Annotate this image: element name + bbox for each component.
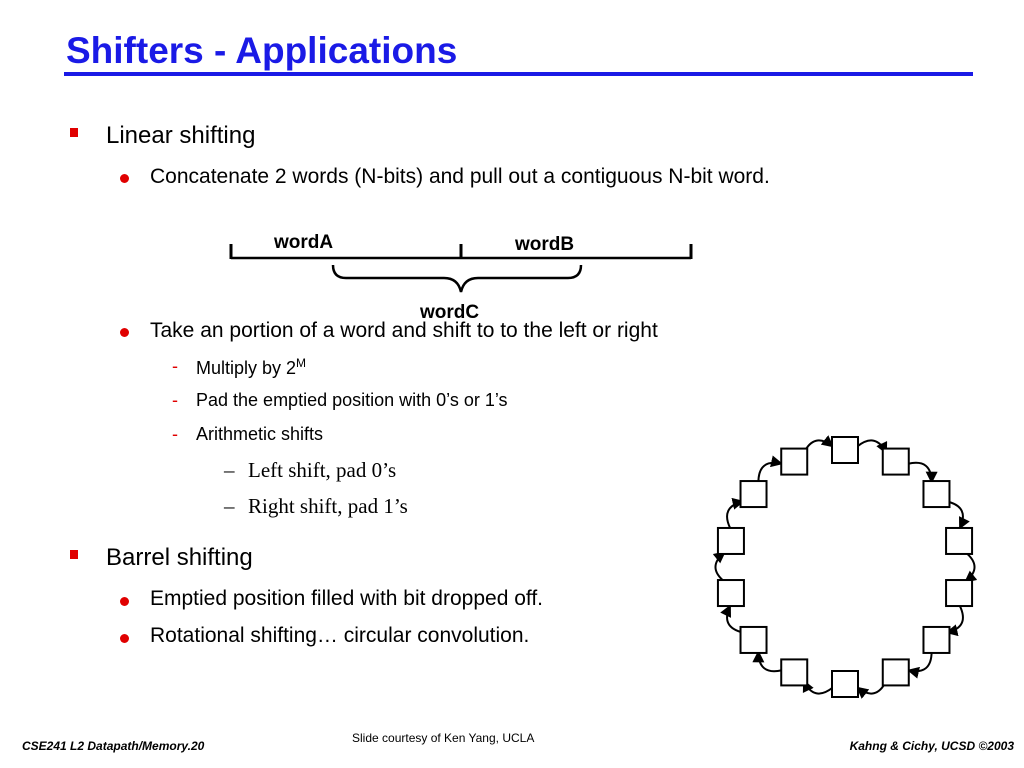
ring-cell (945, 526, 974, 555)
dot-bullet-icon (120, 597, 129, 606)
ring-cell (881, 658, 910, 687)
multiply-text: Multiply by 2 (196, 358, 297, 378)
word-concatenation-diagram (229, 244, 693, 293)
barrel-ring-diagram (712, 435, 978, 699)
endash-bullet-icon: – (224, 458, 235, 482)
multiply-exponent: M (296, 356, 307, 370)
ring-cell (780, 658, 809, 687)
wordC-brace (331, 264, 583, 293)
dash-bullet-icon: - (172, 356, 178, 376)
ring-arrow (906, 651, 933, 679)
bullet-pad: Pad the emptied position with 0’s or 1’s (196, 390, 508, 410)
footer-credit: Slide courtesy of Ken Yang, UCLA (352, 731, 535, 745)
bullet-emptied: Emptied position filled with bit dropped… (150, 587, 544, 610)
ring-arrow (757, 455, 784, 483)
bullet-arithmetic: Arithmetic shifts (196, 424, 324, 444)
ring-cell (922, 625, 951, 654)
wordB-label: wordB (515, 234, 575, 255)
bullet-left-shift: Left shift, pad 0’s (248, 458, 397, 482)
ring-cell (739, 480, 768, 509)
bullet-barrel-shifting: Barrel shifting (106, 544, 253, 571)
ring-arrow (712, 551, 726, 583)
dot-bullet-icon (120, 634, 129, 643)
ring-cell (881, 447, 910, 476)
ring-cell (945, 579, 974, 608)
dash-bullet-icon: - (172, 424, 178, 444)
bullet-concatenate: Concatenate 2 words (N-bits) and pull ou… (150, 165, 770, 188)
ring-cell (739, 625, 768, 654)
ring-cell (831, 436, 859, 464)
dash-bullet-icon: - (172, 390, 178, 410)
ring-arrow (752, 650, 783, 673)
dot-bullet-icon (120, 174, 129, 183)
wordC-label: wordC (420, 302, 480, 323)
bullet-multiply: Multiply by 2M (196, 356, 306, 379)
ring-cell (922, 480, 951, 509)
ring-cell (831, 670, 859, 698)
ring-cell (780, 447, 809, 476)
wordA-label: wordA (274, 232, 334, 253)
bullet-right-shift: Right shift, pad 1’s (248, 494, 408, 518)
title-underline (64, 72, 973, 76)
square-bullet-icon (70, 128, 78, 137)
footer-course: CSE241 L2 Datapath/Memory.20 (22, 739, 205, 753)
ring-cell (716, 579, 745, 608)
dot-bullet-icon (120, 328, 129, 337)
ring-arrow (964, 551, 978, 583)
endash-bullet-icon: – (224, 494, 235, 518)
page-title: Shifters - Applications (66, 30, 458, 71)
bullet-rotational: Rotational shifting… circular convolutio… (150, 624, 530, 647)
square-bullet-icon (70, 550, 78, 559)
ring-cell (716, 526, 745, 555)
ring-arrow (907, 461, 938, 484)
bullet-take-portion: Take an portion of a word and shift to t… (150, 319, 658, 342)
footer-copyright: Kahng & Cichy, UCSD ©2003 (849, 739, 1014, 753)
bullet-linear-shifting: Linear shifting (106, 122, 256, 149)
